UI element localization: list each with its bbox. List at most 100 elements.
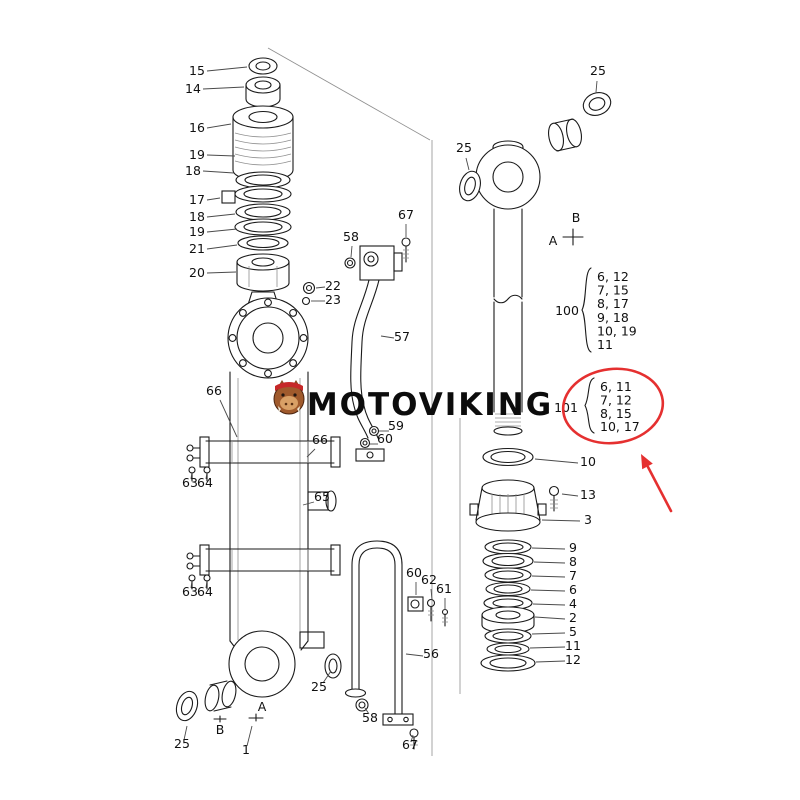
clamp-bolt-icon <box>186 444 201 462</box>
viking-boar-icon <box>273 380 305 415</box>
seal-kit-stack <box>480 539 536 672</box>
ref-group-brace <box>584 377 595 434</box>
part-label-16: 16 <box>189 120 205 135</box>
watermark: MOTOVIKING <box>273 380 553 423</box>
leader-line <box>533 561 566 564</box>
section-mark-b-bottom <box>213 715 227 723</box>
leader-line <box>531 632 566 635</box>
part-b-bushing-bottom <box>204 680 237 712</box>
part-label-9: 9 <box>569 540 577 555</box>
part-11-ring <box>486 642 530 656</box>
part-58-oring <box>344 257 356 269</box>
seal-rings-upper <box>234 171 292 203</box>
section-mark-ab-top <box>562 228 584 246</box>
part-label-19: 19 <box>189 224 205 239</box>
clamp-band-upper <box>186 436 341 482</box>
cylinder-head-flange <box>227 281 316 379</box>
part-label-10: 10 <box>580 454 596 469</box>
leader-line <box>206 197 221 201</box>
ref-group-row: 10, 17 <box>600 419 640 434</box>
part-label-60: 60 <box>377 431 393 446</box>
bottom-pivot-eye <box>228 630 296 698</box>
ref-group-row: 6, 11 <box>600 379 632 394</box>
highlight-arrow <box>646 465 673 513</box>
ref-group-row: 9, 18 <box>597 310 629 325</box>
part-20-nut <box>236 253 290 292</box>
clamp-bolt-icon <box>186 552 201 570</box>
gland-assembly <box>469 447 560 532</box>
ref-group-row: 11 <box>597 337 613 352</box>
part-label-2: 2 <box>569 610 577 625</box>
ref-group-row: 8, 17 <box>597 296 629 311</box>
bottom-pivot-rings <box>175 680 264 723</box>
leader-line <box>532 603 566 606</box>
part-label-57: 57 <box>394 329 410 344</box>
part-label-17: 17 <box>189 192 205 207</box>
part-label-18: 18 <box>185 163 201 178</box>
ref-group-row: 6, 12 <box>597 269 629 284</box>
leader-line <box>183 725 188 741</box>
leader-line <box>430 588 433 601</box>
leader-line <box>380 335 395 339</box>
part-label-b: B <box>216 722 225 737</box>
part-label-63: 63 <box>182 475 198 490</box>
leader-line <box>561 493 579 497</box>
leader-line <box>530 589 566 592</box>
part-label-58: 58 <box>362 710 378 725</box>
part-label-58: 58 <box>343 229 359 244</box>
part-label-13: 13 <box>580 487 596 502</box>
part-label-56: 56 <box>423 646 439 661</box>
part-label-18: 18 <box>189 209 205 224</box>
leader-line <box>534 458 579 464</box>
leader-line <box>364 707 370 715</box>
highlight-ellipse <box>561 367 665 445</box>
leader-line <box>205 471 208 480</box>
construction-lines <box>267 47 461 756</box>
part-label-25: 25 <box>456 140 472 155</box>
part-label-25: 25 <box>311 679 327 694</box>
leader-line <box>206 154 236 157</box>
leader-line <box>206 213 236 218</box>
side-port-boss <box>307 490 337 512</box>
part-label-a: A <box>549 233 558 248</box>
part-label-67: 67 <box>402 737 418 752</box>
ref-group-row: 7, 12 <box>600 392 632 407</box>
part-17-backup-ring <box>221 190 236 204</box>
fitting-parts-60-61-62 <box>407 596 449 627</box>
part-67-bolt <box>401 237 411 263</box>
highlight-arrowhead-icon <box>641 454 653 470</box>
part-8-seal <box>482 552 534 570</box>
highlight-annotation <box>561 367 673 513</box>
brand-watermark-text: MOTOVIKING <box>307 387 553 423</box>
part-label-25: 25 <box>590 63 606 78</box>
pipe-flange <box>382 713 414 726</box>
part-label-6: 6 <box>569 582 577 597</box>
part-label-65: 65 <box>314 489 330 504</box>
pipe-57 <box>350 279 385 462</box>
part-25-ring-top <box>582 92 612 116</box>
leader-line <box>306 448 316 458</box>
part-59-oring <box>368 425 380 437</box>
part-67-bolt-lower <box>409 728 419 750</box>
leader-line <box>206 271 237 274</box>
part-label-20: 20 <box>189 265 205 280</box>
leader-line <box>190 579 193 589</box>
ref-group-label-100: 100 <box>555 303 579 318</box>
part-15-ring <box>248 57 278 75</box>
part-label-64: 64 <box>197 475 213 490</box>
rod-eye <box>475 140 541 210</box>
part-9-seal <box>484 539 532 555</box>
leader-line <box>531 575 566 578</box>
ref-group-row: 10, 19 <box>597 323 637 338</box>
part-5-seal <box>484 628 532 644</box>
leader-line <box>350 245 353 258</box>
bottom-elbow-port <box>299 631 342 679</box>
leader-line <box>202 170 235 174</box>
part-label-15: 15 <box>189 63 205 78</box>
ref-group-row: 7, 15 <box>597 283 629 298</box>
leader-line <box>202 86 245 90</box>
part-62-bolt <box>426 598 436 622</box>
part-12-ring <box>480 654 536 672</box>
